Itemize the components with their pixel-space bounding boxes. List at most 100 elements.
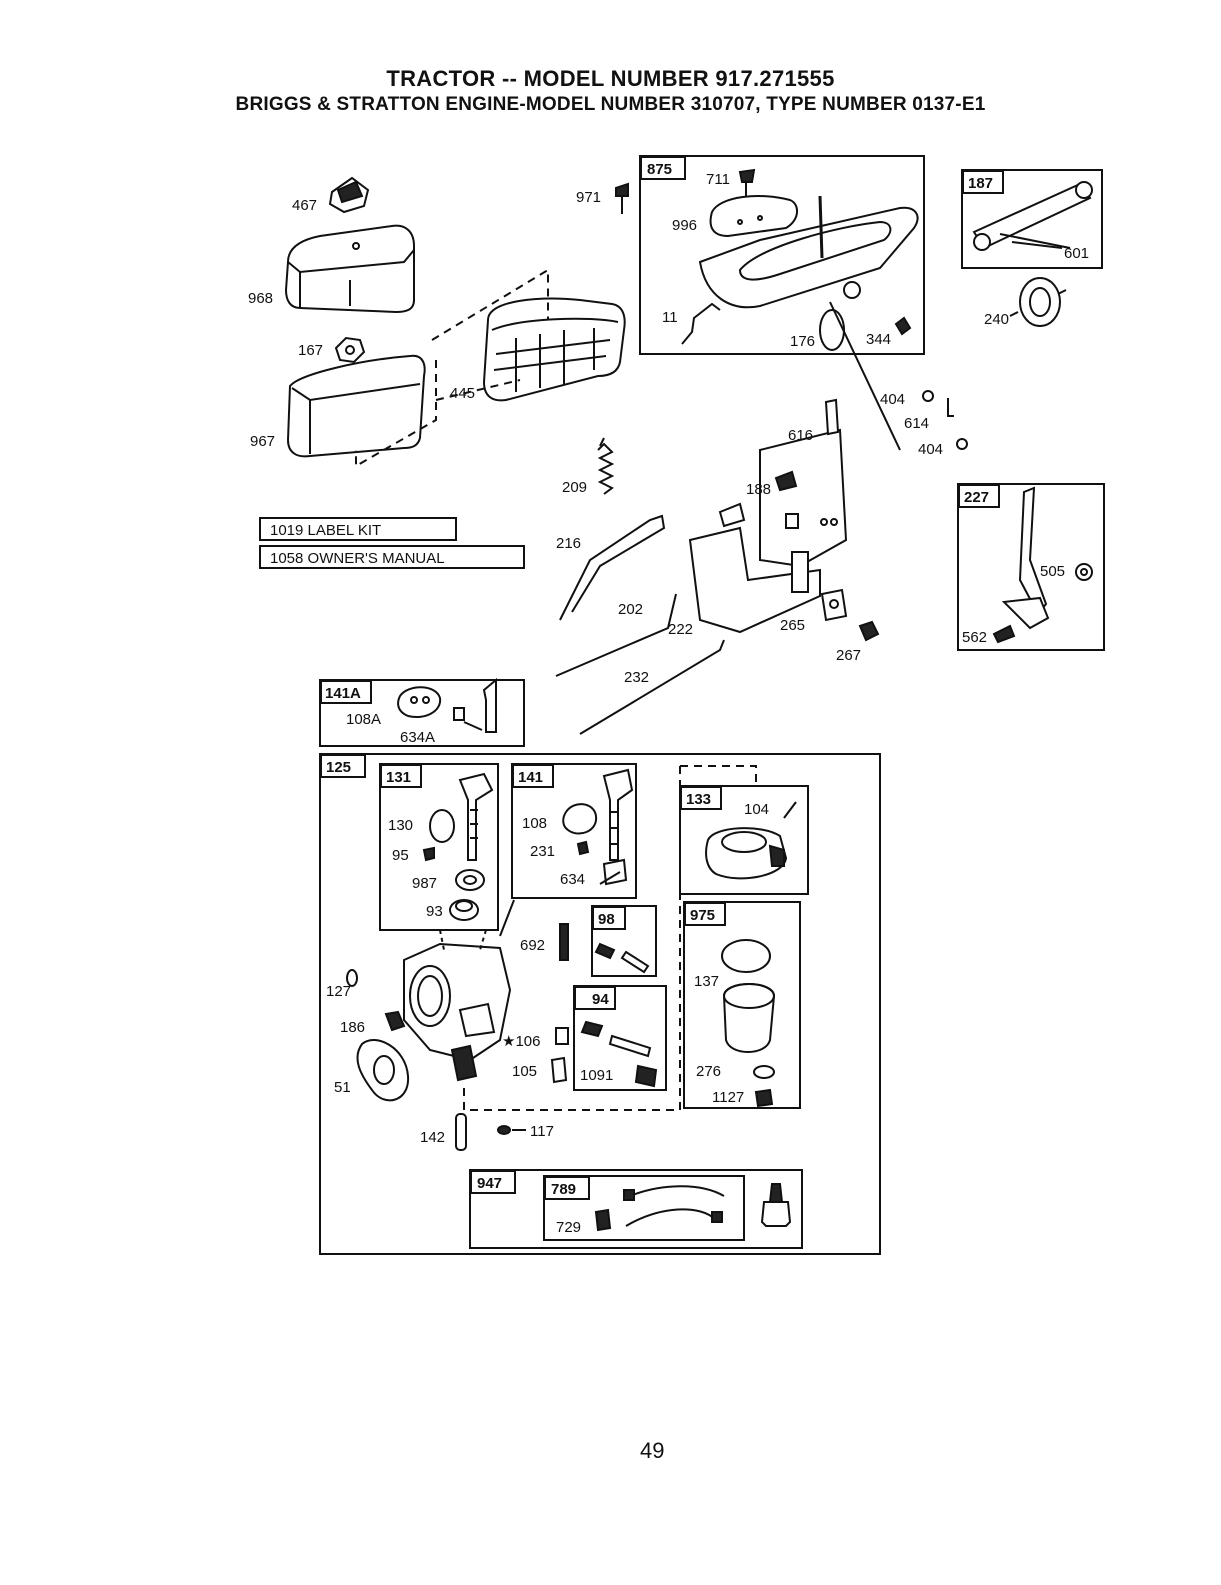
solenoid-947-icon [760, 1183, 792, 1227]
linkage-11-icon [681, 302, 721, 345]
box-227 [957, 483, 1105, 651]
part-95: 95 [392, 847, 409, 864]
part-614: 614 [904, 415, 929, 432]
box-227-tab [958, 484, 1000, 508]
part-265: 265 [780, 617, 805, 634]
gasket-108A-icon [397, 686, 442, 718]
wire-harness-789-icon [623, 1185, 725, 1227]
needle-105-icon [550, 1056, 568, 1084]
box-133 [679, 785, 809, 895]
washer-404b-icon [956, 438, 968, 450]
screw-267-icon [858, 620, 880, 642]
control-plate-icon [698, 195, 919, 309]
part-267: 267 [836, 647, 861, 664]
part-971: 971 [576, 189, 601, 206]
box-label-875: 875 [647, 161, 672, 178]
owners-manual-box [259, 545, 525, 569]
throttle-plate-130-icon [429, 809, 455, 843]
bushing-93-icon [449, 899, 479, 921]
part-209: 209 [562, 479, 587, 496]
part-176: 176 [790, 333, 815, 350]
page-title: TRACTOR -- MODEL NUMBER 917.271555 [386, 66, 835, 91]
part-104: 104 [744, 801, 769, 818]
part-1091: 1091 [580, 1067, 613, 1084]
box-label-141: 141 [518, 769, 543, 786]
nut-505-icon [1075, 563, 1093, 581]
bushing-634-icon [602, 858, 628, 886]
clip-265-icon [820, 588, 848, 622]
box-141 [511, 763, 637, 899]
pin-104-icon [783, 801, 797, 819]
shaft-141A-icon [482, 677, 497, 733]
box-875-tab [640, 156, 686, 180]
box-789 [543, 1175, 745, 1241]
part-186: 186 [340, 1019, 365, 1036]
box-141A [319, 679, 525, 747]
part-137: 137 [694, 973, 719, 990]
fuel-filter-240-icon [1009, 277, 1067, 327]
box-label-187: 187 [968, 175, 993, 192]
bushing-634A-icon [453, 707, 465, 721]
part-130: 130 [388, 817, 413, 834]
gasket-975-icon [721, 939, 771, 973]
pin-142-icon [455, 1113, 467, 1151]
part-601: 601 [1064, 245, 1089, 262]
part-404a: 404 [880, 391, 905, 408]
bolt-1127-icon [754, 1088, 774, 1108]
part-729: 729 [556, 1219, 581, 1236]
box-label-131: 131 [386, 769, 411, 786]
part-231: 231 [530, 843, 555, 860]
part-968: 968 [248, 290, 273, 307]
leader-634 [599, 871, 621, 885]
knob-467-icon [328, 176, 370, 214]
label-kit-box [259, 517, 457, 541]
choke-plate-108-icon [562, 803, 598, 835]
leader-601 [1011, 241, 1063, 249]
box-98-tab [592, 906, 626, 930]
seal-987-icon [455, 869, 485, 891]
screw-231-icon [576, 840, 590, 856]
screw-188-icon [774, 470, 798, 492]
part-106: ★106 [502, 1033, 540, 1050]
rod-614 [829, 301, 901, 451]
box-label-125: 125 [326, 759, 351, 776]
box-789-tab [544, 1176, 590, 1200]
o-ring-176-icon [819, 309, 845, 351]
part-51: 51 [334, 1079, 351, 1096]
control-bracket-icon [688, 398, 848, 634]
pin-692-icon [559, 923, 569, 961]
box-label-789: 789 [551, 1181, 576, 1198]
part-562: 562 [962, 629, 987, 646]
box-94-tab [574, 986, 616, 1010]
box-label-947: 947 [477, 1175, 502, 1192]
idle-screw-98-icon [594, 942, 650, 974]
float-133-icon [705, 827, 788, 880]
mixture-screw-94-icon [580, 1020, 658, 1088]
part-240: 240 [984, 311, 1009, 328]
owners-manual-text: 1058 OWNER'S MANUAL [270, 550, 445, 567]
box-label-94: 94 [592, 991, 609, 1008]
bolt-562-icon [992, 624, 1016, 644]
part-711: 711 [706, 171, 730, 188]
part-467: 467 [292, 197, 317, 214]
box-975-tab [684, 902, 726, 926]
part-505: 505 [1040, 563, 1065, 580]
washer-404a-icon [922, 390, 934, 402]
part-108A: 108A [346, 711, 381, 728]
part-1127: 1127 [712, 1089, 744, 1106]
throttle-shaft-131-icon [458, 772, 494, 861]
float-bowl-137-icon [722, 983, 776, 1053]
part-276: 276 [696, 1063, 721, 1080]
governor-link-216-icon [559, 514, 666, 621]
air-filter-445-icon [482, 297, 626, 402]
box-131-tab [380, 764, 422, 788]
nut-167-icon [334, 336, 366, 364]
box-125-tab [320, 754, 366, 778]
part-216: 216 [556, 535, 581, 552]
choke-link-202 [555, 593, 677, 677]
choke-shaft-141-icon [602, 768, 634, 861]
page-number: 49 [640, 1438, 665, 1463]
part-344: 344 [866, 331, 891, 348]
box-label-227: 227 [964, 489, 989, 506]
part-232: 232 [624, 669, 649, 686]
